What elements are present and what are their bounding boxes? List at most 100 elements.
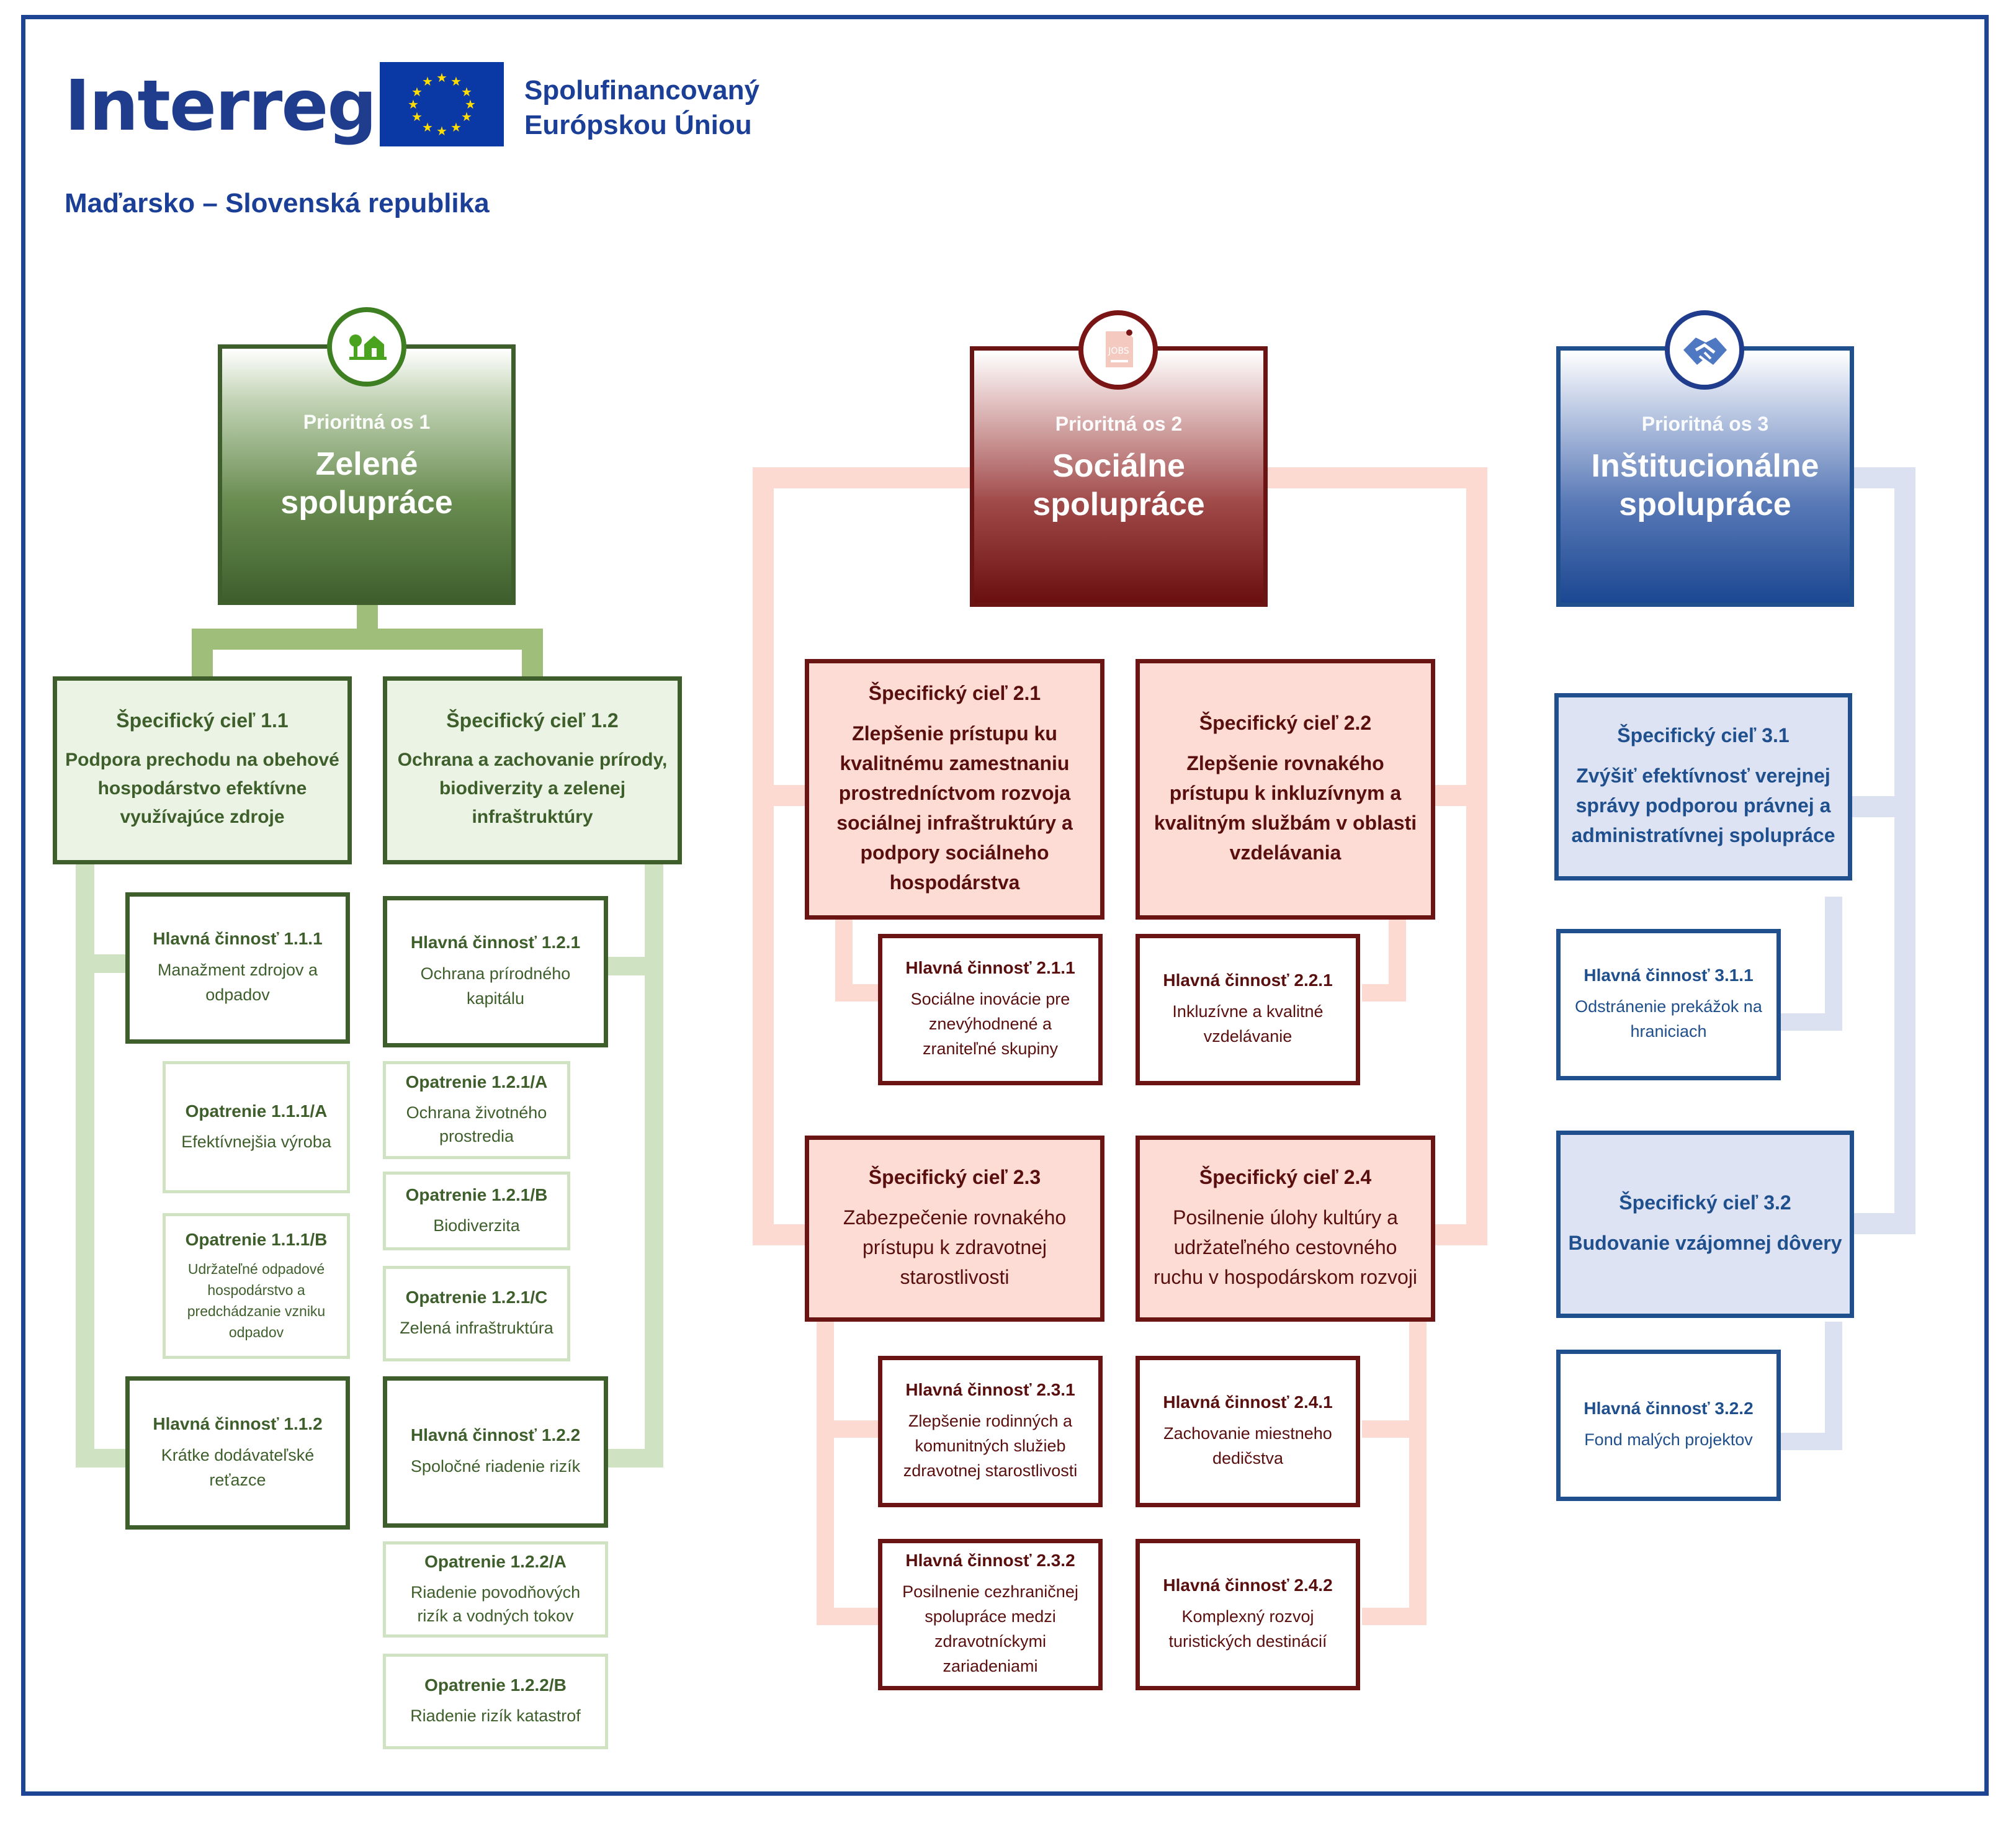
svg-text:★: ★ (450, 74, 462, 89)
activity-1-2-2: Hlavná činnosť 1.2.2 Spoločné riadenie r… (383, 1376, 608, 1528)
measure-heading: Opatrenie 1.1.1/A (185, 1101, 328, 1121)
svg-text:★: ★ (422, 74, 433, 89)
objective-text: Podpora prechodu na obehové hospodárstvo… (65, 750, 339, 827)
priority-1-title-line-2: spolupráce (280, 485, 453, 521)
activity-text: Manažment zdrojov a odpadov (157, 961, 318, 1004)
cofinanced-label: Spolufinancovaný Európskou Úniou (524, 73, 759, 143)
activity-text: Fond malých projektov (1584, 1430, 1753, 1449)
measure-heading: Opatrenie 1.2.2/A (424, 1551, 567, 1571)
svg-text:★: ★ (411, 109, 423, 124)
priority-2-title-line-2: spolupráce (1033, 486, 1205, 522)
measure-heading: Opatrenie 1.1.1/B (185, 1229, 328, 1249)
objective-2-1: Špecifický cieľ 2.1 Zlepšenie prístupu k… (805, 659, 1104, 920)
measure-1-2-1-c: Opatrenie 1.2.1/C Zelená infraštruktúra (383, 1266, 570, 1361)
activity-heading: Hlavná činnosť 2.4.1 (1163, 1392, 1333, 1412)
svg-text:JOBS: JOBS (1108, 346, 1129, 356)
svg-text:★: ★ (461, 84, 472, 99)
activity-text: Sociálne inovácie pre znevýhodnené a zra… (910, 990, 1070, 1058)
objective-3-1: Špecifický cieľ 3.1 Zvýšiť efektívnosť v… (1554, 693, 1852, 881)
measure-text: Riadenie povodňových rizík a vodných tok… (410, 1582, 581, 1625)
objective-heading: Špecifický cieľ 3.1 (1617, 724, 1790, 746)
measure-1-2-1-b: Opatrenie 1.2.1/B Biodiverzita (383, 1172, 570, 1250)
measure-1-2-1-a: Opatrenie 1.2.1/A Ochrana životného pros… (383, 1061, 570, 1159)
activity-2-3-2: Hlavná činnosť 2.3.2 Posilnenie cezhrani… (878, 1539, 1103, 1690)
measure-heading: Opatrenie 1.2.1/B (405, 1185, 548, 1204)
activity-text: Odstránenie prekážok na hraniciach (1575, 997, 1762, 1041)
activity-text: Posilnenie cezhraničnej spolupráce medzi… (902, 1582, 1078, 1675)
activity-2-4-2: Hlavná činnosť 2.4.2 Komplexný rozvoj tu… (1136, 1539, 1360, 1690)
activity-text: Zachovanie miestneho dedičstva (1163, 1424, 1332, 1468)
activity-text: Komplexný rozvoj turistických destinácií (1168, 1607, 1327, 1651)
measure-heading: Opatrenie 1.2.1/A (405, 1072, 548, 1091)
priority-1-title: Zelené spolupráce (222, 445, 511, 522)
activity-2-3-1: Hlavná činnosť 2.3.1 Zlepšenie rodinných… (878, 1356, 1103, 1507)
handshake-icon (1665, 310, 1744, 390)
svg-text:★: ★ (411, 84, 423, 99)
objective-heading: Špecifický cieľ 3.2 (1619, 1191, 1791, 1214)
activity-1-1-2: Hlavná činnosť 1.1.2 Krátke dodávateľské… (125, 1376, 350, 1530)
priority-3-box: Prioritná os 3 Inštitucionálne spoluprác… (1556, 346, 1854, 607)
activity-heading: Hlavná činnosť 1.1.2 (153, 1414, 323, 1433)
activity-1-1-1: Hlavná činnosť 1.1.1 Manažment zdrojov a… (125, 892, 350, 1044)
green-house-tree-icon (327, 307, 406, 387)
measure-text: Ochrana životného prostredia (406, 1103, 547, 1145)
priority-3-title: Inštitucionálne spolupráce (1561, 447, 1850, 524)
objective-heading: Špecifický cieľ 2.2 (1199, 711, 1372, 734)
objective-text: Budovanie vzájomnej dôvery (1568, 1231, 1842, 1254)
activity-heading: Hlavná činnosť 3.1.1 (1584, 966, 1754, 985)
activity-heading: Hlavná činnosť 2.1.1 (905, 958, 1075, 977)
activity-text: Inkluzívne a kvalitné vzdelávanie (1172, 1002, 1324, 1046)
objective-2-2: Špecifický cieľ 2.2 Zlepšenie rovnakého … (1136, 659, 1435, 920)
activity-2-1-1: Hlavná činnosť 2.1.1 Sociálne inovácie p… (878, 934, 1103, 1085)
measure-heading: Opatrenie 1.2.1/C (405, 1288, 548, 1307)
activity-heading: Hlavná činnosť 2.2.1 (1163, 970, 1333, 990)
objective-text: Zvýšiť efektívnosť verejnej správy podpo… (1571, 764, 1835, 846)
priority-2-label: Prioritná os 2 (1055, 413, 1183, 435)
measure-1-2-2-a: Opatrenie 1.2.2/A Riadenie povodňových r… (383, 1541, 608, 1638)
svg-text:★: ★ (422, 120, 433, 135)
objective-3-2: Špecifický cieľ 3.2 Budovanie vzájomnej … (1556, 1131, 1854, 1318)
svg-text:★: ★ (465, 97, 476, 112)
objective-1-2: Špecifický cieľ 1.2 Ochrana a zachovanie… (383, 676, 682, 864)
objective-2-4: Špecifický cieľ 2.4 Posilnenie úlohy kul… (1136, 1136, 1435, 1322)
objective-text: Ochrana a zachovanie prírody, biodiverzi… (397, 750, 668, 827)
region-title: Maďarsko – Slovenská republika (65, 188, 490, 218)
measure-text: Udržateľné odpadové hospodárstvo a predc… (187, 1260, 326, 1340)
measure-heading: Opatrenie 1.2.2/B (424, 1675, 567, 1695)
priority-3-title-line-1: Inštitucionálne (1591, 448, 1819, 484)
activity-heading: Hlavná činnosť 2.3.1 (905, 1380, 1075, 1399)
svg-text:★: ★ (461, 109, 472, 124)
measure-text: Efektívnejšia výroba (181, 1132, 331, 1151)
activity-3-1-1: Hlavná činnosť 3.1.1 Odstránenie prekážo… (1556, 929, 1781, 1080)
activity-text: Ochrana prírodného kapitálu (420, 964, 571, 1008)
interreg-logo: Interreg (65, 66, 377, 146)
objective-heading: Špecifický cieľ 1.1 (116, 709, 289, 732)
objective-2-3: Špecifický cieľ 2.3 Zabezpečenie rovnaké… (805, 1136, 1104, 1322)
objective-text: Zlepšenie prístupu ku kvalitnému zamestn… (836, 722, 1073, 894)
activity-heading: Hlavná činnosť 1.2.1 (410, 933, 581, 952)
activity-heading: Hlavná činnosť 1.2.2 (410, 1425, 581, 1445)
objective-text: Zabezpečenie rovnakého prístupu k zdravo… (843, 1206, 1067, 1288)
objective-text: Zlepšenie rovnakého prístupu k inkluzívn… (1154, 751, 1417, 864)
activity-text: Spoločné riadenie rizík (410, 1457, 581, 1476)
priority-3-label: Prioritná os 3 (1641, 413, 1769, 435)
cofinanced-line-1: Spolufinancovaný (524, 75, 759, 105)
activity-heading: Hlavná činnosť 1.1.1 (153, 929, 323, 948)
activity-2-4-1: Hlavná činnosť 2.4.1 Zachovanie miestneh… (1136, 1356, 1360, 1507)
activity-1-2-1: Hlavná činnosť 1.2.1 Ochrana prírodného … (383, 896, 608, 1047)
priority-2-box: Prioritná os 2 Sociálne spolupráce (970, 346, 1268, 607)
measure-1-1-1-a: Opatrenie 1.1.1/A Efektívnejšia výroba (163, 1061, 350, 1193)
objective-1-1: Špecifický cieľ 1.1 Podpora prechodu na … (53, 676, 352, 864)
objective-text: Posilnenie úlohy kultúry a udržateľného … (1153, 1206, 1418, 1288)
svg-text:★: ★ (436, 123, 447, 138)
priority-2-title: Sociálne spolupráce (974, 447, 1263, 524)
activity-text: Zlepšenie rodinných a komunitných služie… (903, 1412, 1078, 1480)
activity-text: Krátke dodávateľské reťazce (161, 1445, 315, 1489)
cofinanced-line-2: Európskou Úniou (524, 110, 752, 140)
measure-text: Riadenie rizík katastrof (410, 1706, 581, 1725)
activity-heading: Hlavná činnosť 2.3.2 (905, 1551, 1075, 1570)
measure-text: Zelená infraštruktúra (400, 1319, 553, 1337)
activity-3-2-2: Hlavná činnosť 3.2.2 Fond malých projekt… (1556, 1350, 1781, 1501)
objective-heading: Špecifický cieľ 2.3 (868, 1165, 1041, 1188)
